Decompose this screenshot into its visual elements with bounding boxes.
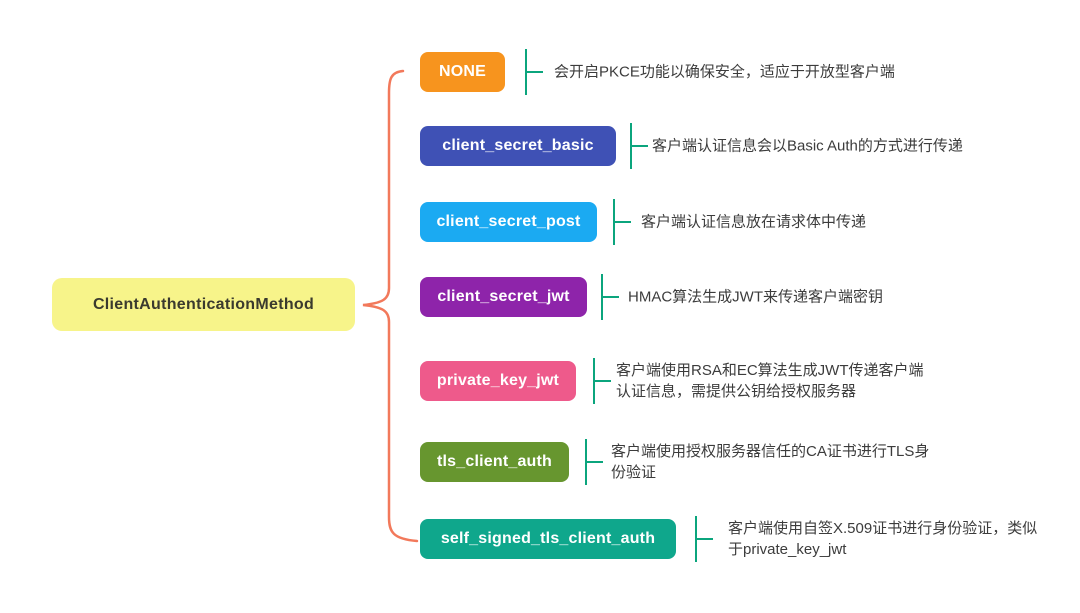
branch-node-label: client_secret_jwt (437, 288, 570, 305)
branch-node-label: private_key_jwt (436, 372, 560, 389)
branch-node-label: tls_client_auth (436, 453, 553, 470)
branch-description[interactable]: 客户端使用自签X.509证书进行身份验证，类似 于private_key_jwt (728, 520, 1038, 558)
branch-connector-horizontal-tick (603, 296, 619, 298)
branch-connector-vertical-line (585, 439, 587, 485)
branch-node-label: NONE (438, 63, 487, 80)
branch-connector-horizontal-tick (632, 145, 648, 147)
branch-connector-vertical-line (613, 199, 615, 245)
branch-node[interactable]: client_secret_basic (420, 126, 616, 166)
branch-description[interactable]: 客户端使用授权服务器信任的CA证书进行TLS身 份验证 (611, 443, 930, 481)
branch-description[interactable]: 客户端认证信息会以Basic Auth的方式进行传递 (652, 137, 963, 155)
branch-connector-vertical-line (695, 516, 697, 562)
root-node-client-authentication-method[interactable]: ClientAuthenticationMethod (52, 278, 355, 331)
branch-connector-vertical-line (593, 358, 595, 404)
branch-node-label: client_secret_basic (442, 137, 594, 154)
branch-connector-horizontal-tick (587, 461, 603, 463)
branch-description[interactable]: 客户端认证信息放在请求体中传递 (641, 213, 867, 231)
branch-connector-vertical-line (601, 274, 603, 320)
branch-node-label: self_signed_tls_client_auth (440, 530, 656, 547)
branch-node[interactable]: NONE (420, 52, 505, 92)
branch-description[interactable]: 客户端使用RSA和EC算法生成JWT传递客户端 认证信息，需提供公钥给授权服务器 (616, 362, 924, 400)
branch-connector-horizontal-tick (595, 380, 611, 382)
branch-description[interactable]: HMAC算法生成JWT来传递客户端密钥 (628, 288, 883, 306)
branch-node[interactable]: tls_client_auth (420, 442, 569, 482)
branch-node[interactable]: self_signed_tls_client_auth (420, 519, 676, 559)
branch-connector-vertical-line (630, 123, 632, 169)
branch-connector-horizontal-tick (697, 538, 713, 540)
branch-description[interactable]: 会开启PKCE功能以确保安全，适应于开放型客户端 (554, 63, 895, 81)
branch-node-label: client_secret_post (436, 213, 581, 230)
root-node-label: ClientAuthenticationMethod (92, 295, 315, 313)
branch-node[interactable]: private_key_jwt (420, 361, 576, 401)
branch-node[interactable]: client_secret_jwt (420, 277, 587, 317)
branch-connector-horizontal-tick (615, 221, 631, 223)
branch-connector-vertical-line (525, 49, 527, 95)
branch-connector-horizontal-tick (527, 71, 543, 73)
branch-node[interactable]: client_secret_post (420, 202, 597, 242)
